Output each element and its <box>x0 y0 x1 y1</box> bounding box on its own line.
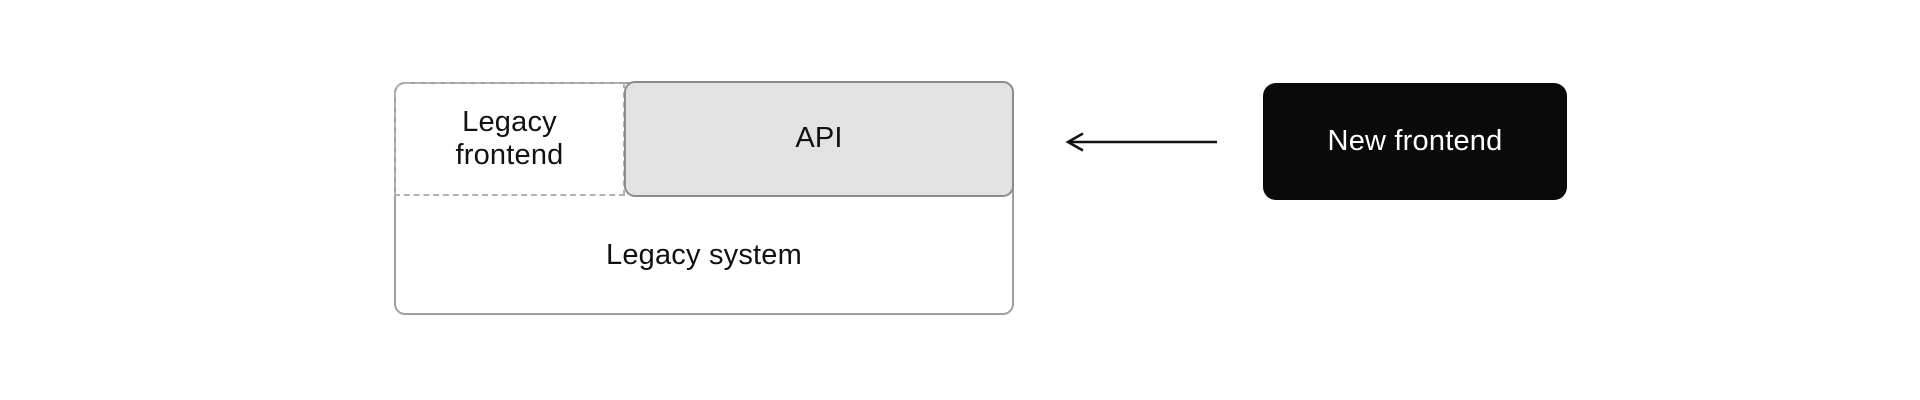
legacy-system-label-area: Legacy system <box>394 196 1014 315</box>
legacy-frontend-label: Legacy frontend <box>455 105 564 171</box>
api-label: API <box>795 122 843 155</box>
new-frontend-label: New frontend <box>1327 124 1503 157</box>
new-frontend-box: New frontend <box>1263 83 1567 200</box>
api-box: API <box>624 81 1014 197</box>
arrow-left-icon <box>1058 127 1228 157</box>
legacy-system-label: Legacy system <box>605 238 802 271</box>
legacy-frontend-box: Legacy frontend <box>394 82 625 196</box>
